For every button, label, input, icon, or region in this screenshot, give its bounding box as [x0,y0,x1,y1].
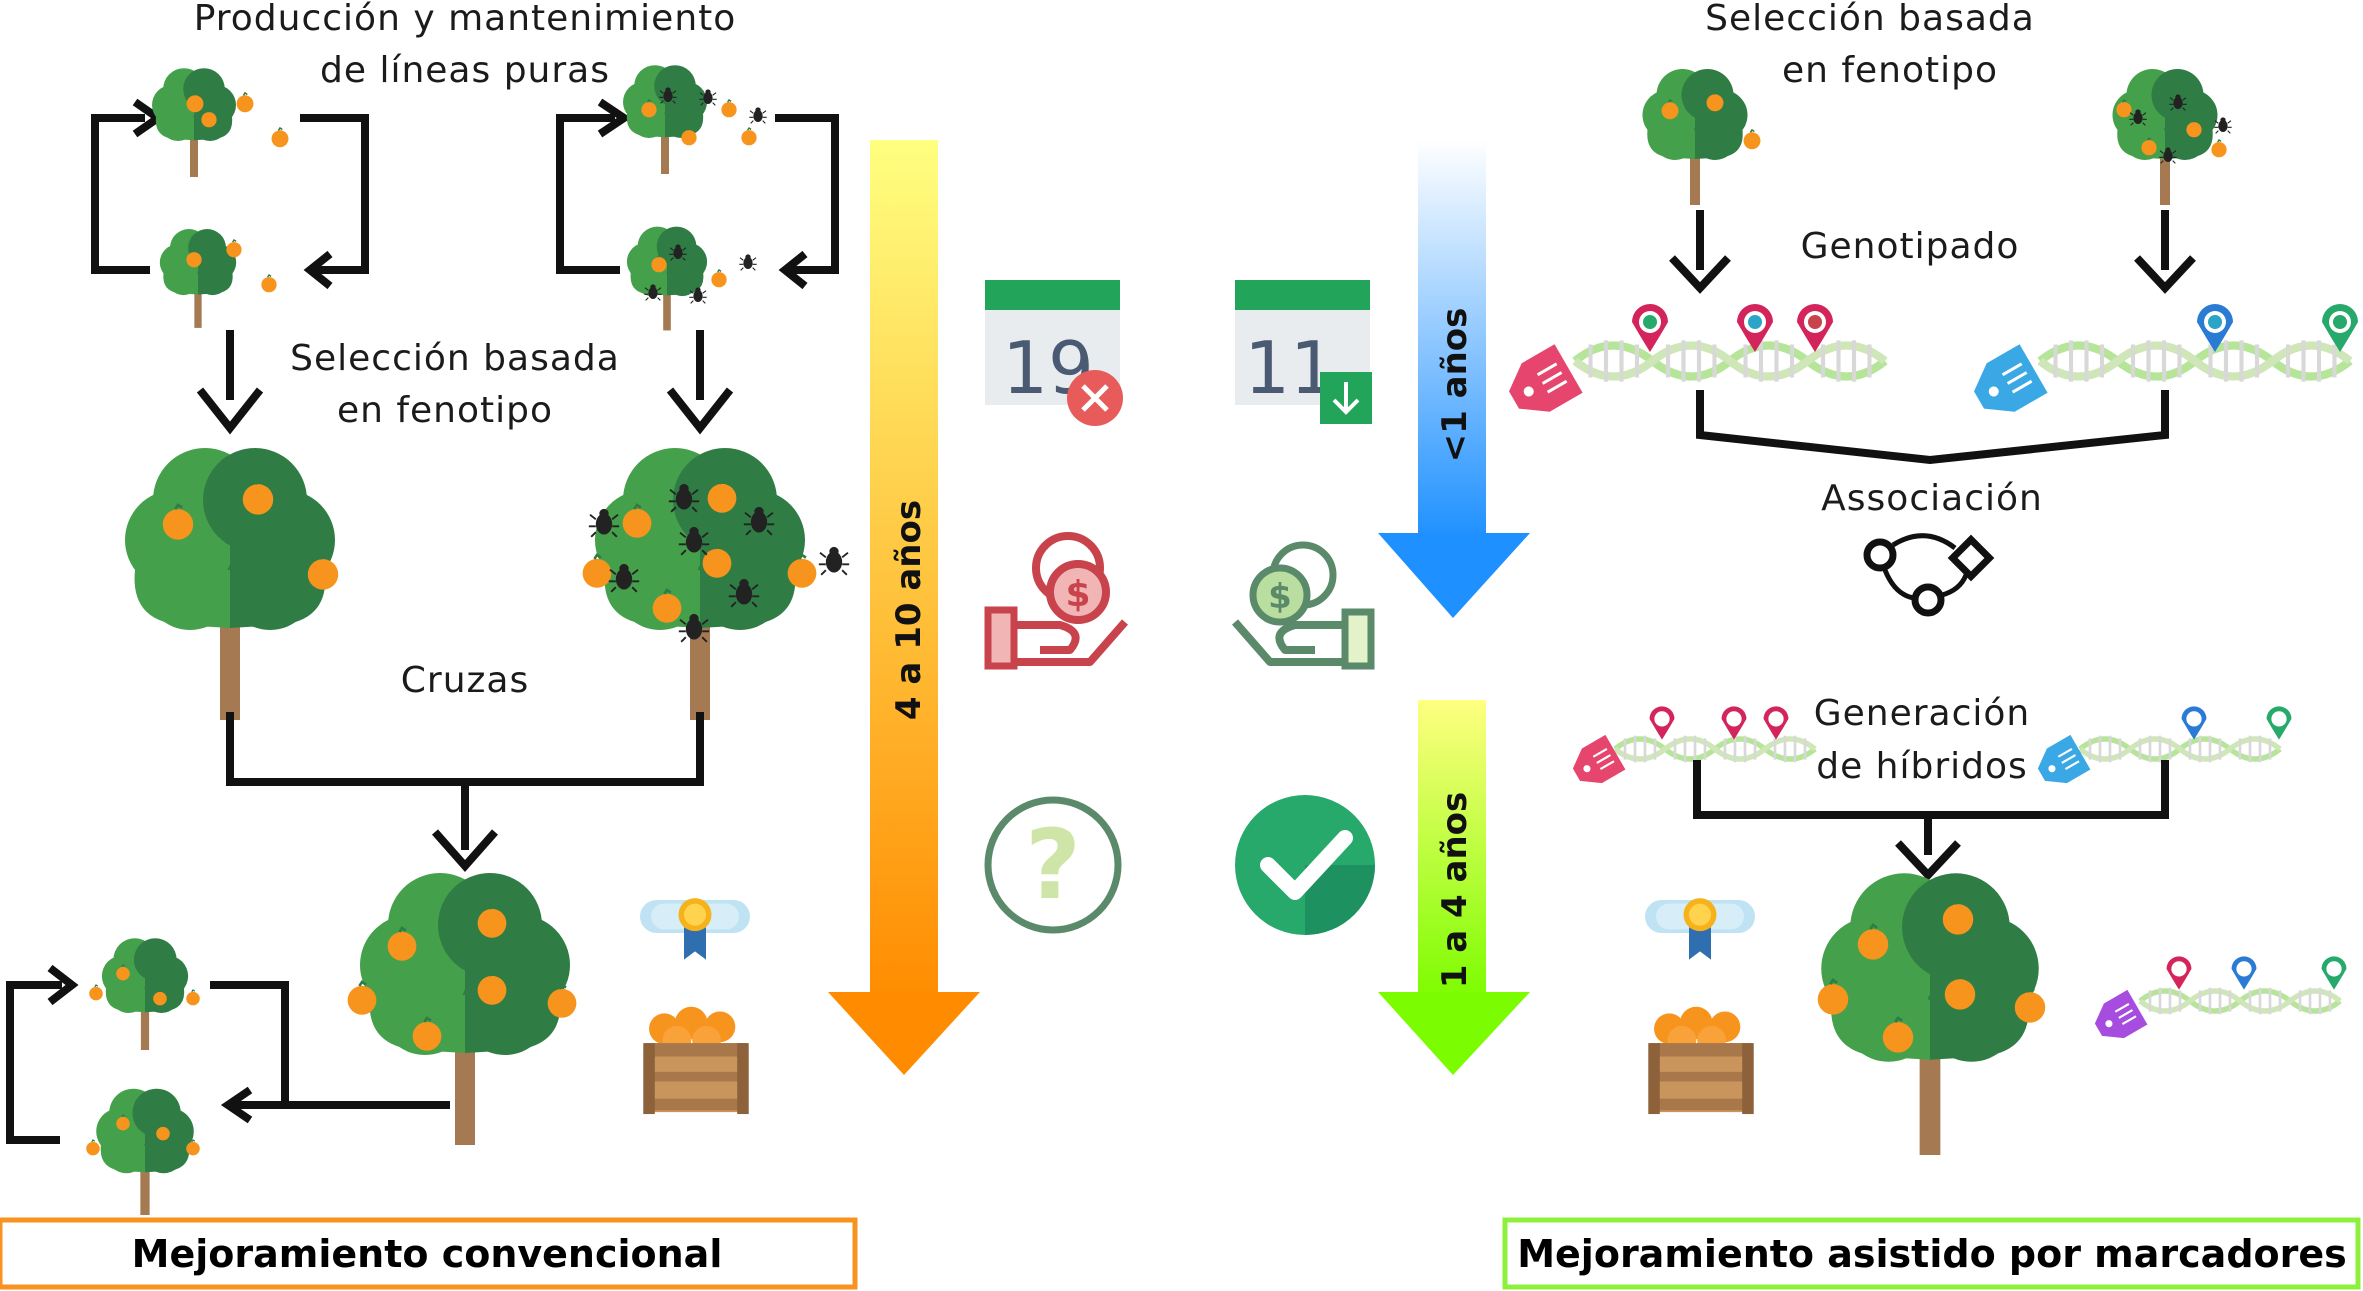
conventional-duration-label: 4 a 10 años [889,500,929,720]
small-tree-icon [152,68,236,177]
conventional-panel: Producción y mantenimiento de líneas pur… [6,0,1129,1215]
certificate-icon [640,898,750,960]
marker-selection-line2: en fenotipo [1782,50,1998,91]
dna-icon [1615,736,1815,763]
calendar-icon-long: 19 [985,280,1123,426]
pure-line-loop-a [91,68,369,435]
tag-icon [1498,342,1585,426]
marker-box-label: Mejoramiento asistido por marcadores [1517,1232,2347,1276]
fruit-crate-icon [643,1006,749,1115]
small-tree-icon [2112,69,2218,205]
marker-selection-line1: Selección basada [1705,0,2035,39]
hybrid-line-loop [6,938,450,1215]
calendar-icon-short: 11 [1235,280,1372,424]
parent-tree-icon [125,448,335,720]
marker-panel: 11 $ <1 años 1 a 4 años Sel [1231,0,2358,1155]
tag-icon [2087,988,2149,1049]
svg-text:?: ? [1025,809,1081,921]
conventional-title-line2: de líneas puras [320,50,610,91]
tag-icon [1963,342,2050,426]
svg-text:$: $ [1268,577,1292,617]
small-tree-icon [96,1088,194,1215]
marker-label-box: Mejoramiento asistido por marcadores [1502,1217,2361,1290]
certificate-icon [1645,898,1755,960]
svg-text:$: $ [1065,574,1090,615]
conventional-title: Producción y mantenimiento [194,0,737,39]
association-icon [1863,533,1995,617]
small-tree-icon [623,65,707,174]
tag-icon [1565,733,1627,794]
conventional-label-box: Mejoramiento convencional [0,1217,858,1290]
money-hand-icon: $ [984,532,1129,670]
hybrid-tree-icon [1821,873,2039,1155]
tag-icon [2030,733,2092,794]
crosses-label: Cruzas [401,660,529,701]
genotyping-label: Genotipado [1801,226,2020,267]
dna-icon [2140,988,2340,1015]
conventional-selection-line1: Selección basada [290,338,620,379]
money-hand-icon: $ [1231,541,1375,670]
marker-duration-arrow-short: <1 años [1378,140,1530,618]
pure-line-loop-b [556,65,839,435]
marker-duration-arrow-long: 1 a 4 años [1378,700,1530,1075]
small-tree-icon [159,229,237,328]
dna-icon [1575,340,1885,381]
conventional-duration-arrow: 4 a 10 años [828,140,980,1075]
conventional-selection-line2: en fenotipo [337,390,553,431]
dna-icon [2080,736,2280,763]
hybrid-label-line1: Generación [1814,693,2031,734]
small-tree-icon [1642,69,1748,205]
marker-duration-label-long: 1 a 4 años [1435,792,1475,989]
conventional-box-label: Mejoramiento convencional [132,1232,723,1276]
marker-duration-label-short: <1 años [1435,308,1475,463]
association-label: Associación [1821,478,2043,519]
dna-icon [2040,340,2350,381]
check-icon [1235,795,1375,935]
question-icon: ? [984,796,1122,934]
hybrid-label-line2: de híbridos [1816,746,2028,787]
fruit-crate-icon [1648,1006,1754,1115]
small-tree-icon [626,226,708,331]
small-tree-icon [101,938,189,1050]
